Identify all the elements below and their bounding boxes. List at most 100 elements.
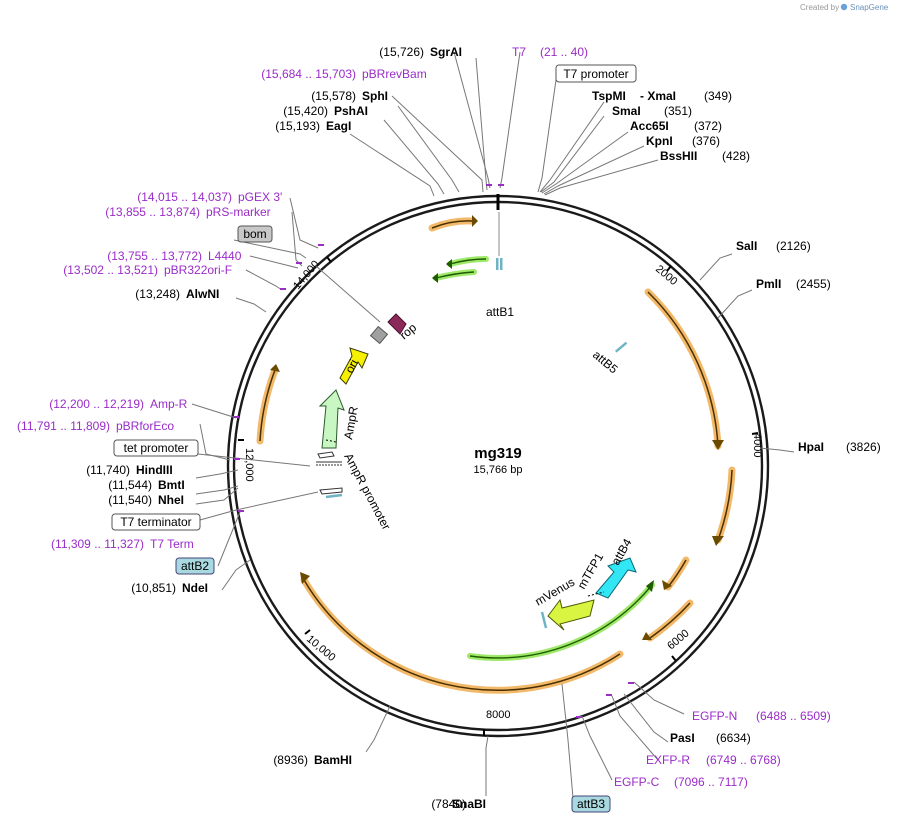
orf-arrowheads [270, 215, 724, 640]
tick-label: 2000 [653, 263, 679, 288]
primer-range: (14,015 .. 14,037) [137, 190, 232, 204]
primer-name: T7 [512, 45, 526, 59]
primer-range: (13,502 .. 13,521) [63, 263, 158, 277]
enzyme-name: HindIII [136, 463, 173, 477]
enzyme-pos: (351) [664, 104, 692, 118]
primer-range: (7096 .. 7117) [674, 775, 748, 789]
bom-feature [369, 325, 389, 345]
ampr-label: AmpR [341, 405, 361, 441]
credit-brand: SnapGene [850, 3, 889, 12]
primer-range: (11,791 .. 11,809) [17, 419, 110, 433]
primer-name: L4440 [208, 249, 242, 263]
t7-promoter-box [555, 64, 637, 83]
enzyme-pos: (11,540) [108, 493, 152, 507]
enzyme-pos: (349) [704, 89, 732, 103]
t7-terminator-box [111, 513, 201, 531]
bom-label: bom [243, 227, 266, 241]
enzyme-pos: (11,740) [86, 463, 130, 477]
rop-feature [387, 313, 407, 335]
attB2-box [175, 557, 215, 575]
enzyme-name: SphI [362, 89, 388, 103]
attB1-mark [496, 258, 499, 270]
primer-name: pBRforEco [116, 419, 174, 433]
enzyme-name: HpaI [798, 440, 824, 454]
enzyme-pos: (376) [692, 134, 720, 148]
primer-name: T7 Term [150, 537, 194, 551]
primer-name: pBRrevBam [362, 67, 427, 81]
enzyme-name: PmlI [756, 277, 781, 291]
enzyme-pos: (15,578) [311, 89, 356, 103]
enzyme-pos: (15,193) [275, 119, 320, 133]
mVenus-feature [547, 598, 595, 631]
enzyme-name: BssHII [660, 149, 697, 163]
primer-range: (15,684 .. 15,703) [261, 67, 356, 81]
tet-promoter-box [113, 439, 199, 457]
ori-label: ori [342, 357, 361, 375]
enzyme-pos: (2126) [776, 239, 811, 253]
plasmid-length: 15,766 bp [474, 464, 523, 476]
green-arrowheads [432, 259, 654, 592]
attB3-label: attB3 [577, 797, 605, 811]
connector-lines [191, 51, 795, 799]
credit-prefix: Created by [800, 3, 839, 12]
primer-range: (12,200 .. 12,219) [49, 397, 144, 411]
tick-label: 4000 [751, 433, 763, 457]
enzyme-pos: (8936) [273, 753, 308, 767]
ori-feature [339, 347, 369, 385]
enzyme-name: SgrAI [430, 45, 462, 59]
primer-name: EGFP-C [614, 775, 660, 789]
primer-name: pGEX 3' [238, 190, 282, 204]
enzyme-pos: (372) [694, 119, 722, 133]
attB5-mark [614, 341, 628, 353]
tick-label: 12,000 [243, 448, 255, 482]
attB1-label: attB1 [486, 305, 514, 319]
primer-range: (13,855 .. 13,874) [105, 205, 200, 219]
enzyme-pos: (15,726) [379, 45, 424, 59]
enzyme-extra: - XmaI [640, 89, 676, 103]
primer-range: (6749 .. 6768) [706, 753, 781, 767]
enzyme-name: BmtI [158, 478, 185, 492]
attB4-feature [595, 557, 637, 599]
green-arcs [433, 256, 655, 661]
enzyme-pos: (7840) [431, 797, 466, 811]
t7-terminator-label: T7 terminator [120, 515, 191, 529]
enzyme-name: SnaBI [452, 797, 486, 811]
enzyme-name: KpnI [646, 134, 673, 148]
enzyme-pos: (2455) [796, 277, 831, 291]
enzyme-name: NheI [158, 493, 184, 507]
enzyme-name: AlwNI [186, 287, 219, 301]
tet-promoter-label: tet promoter [124, 441, 189, 455]
primer-name: pRS-marker [206, 205, 271, 219]
enzyme-pos: (11,544) [108, 478, 152, 492]
enzyme-name: PasI [670, 731, 695, 745]
enzyme-pos: (10,851) [131, 581, 176, 595]
enzyme-name: EagI [326, 119, 351, 133]
enzyme-pos: (13,248) [135, 287, 180, 301]
enzyme-name: TspMI [592, 89, 626, 103]
plasmid-name: mg319 [474, 445, 522, 462]
primer-range: (11,309 .. 11,327) [51, 537, 144, 551]
enzyme-pos: (15,420) [283, 104, 328, 118]
enzyme-name: Acc65I [630, 119, 669, 133]
attB3-box [571, 795, 611, 813]
primer-range: (6488 .. 6509) [756, 709, 831, 723]
primer-marks [233, 184, 634, 718]
small-features [316, 451, 343, 499]
enzyme-pos: (3826) [846, 440, 881, 454]
attB2-label: attB2 [181, 559, 209, 573]
ampr-feature [318, 389, 345, 449]
enzyme-pos: (6634) [716, 731, 751, 745]
enzyme-name: NdeI [182, 581, 208, 595]
bom-box [237, 225, 273, 243]
primer-name: EXFP-R [646, 753, 690, 767]
mTFP1-label: mTFP1 [574, 550, 606, 591]
tick-label: 14,000 [291, 258, 322, 291]
enzyme-name: PshAI [334, 104, 368, 118]
primer-name: EGFP-N [692, 709, 737, 723]
primer-range: (13,755 .. 13,772) [107, 249, 202, 263]
tick-marks [238, 256, 759, 736]
primer-name: Amp-R [150, 397, 188, 411]
primer-range: (21 .. 40) [540, 45, 588, 59]
mVenus-label: mVenus [533, 575, 578, 609]
tick-label: 8000 [486, 709, 510, 721]
